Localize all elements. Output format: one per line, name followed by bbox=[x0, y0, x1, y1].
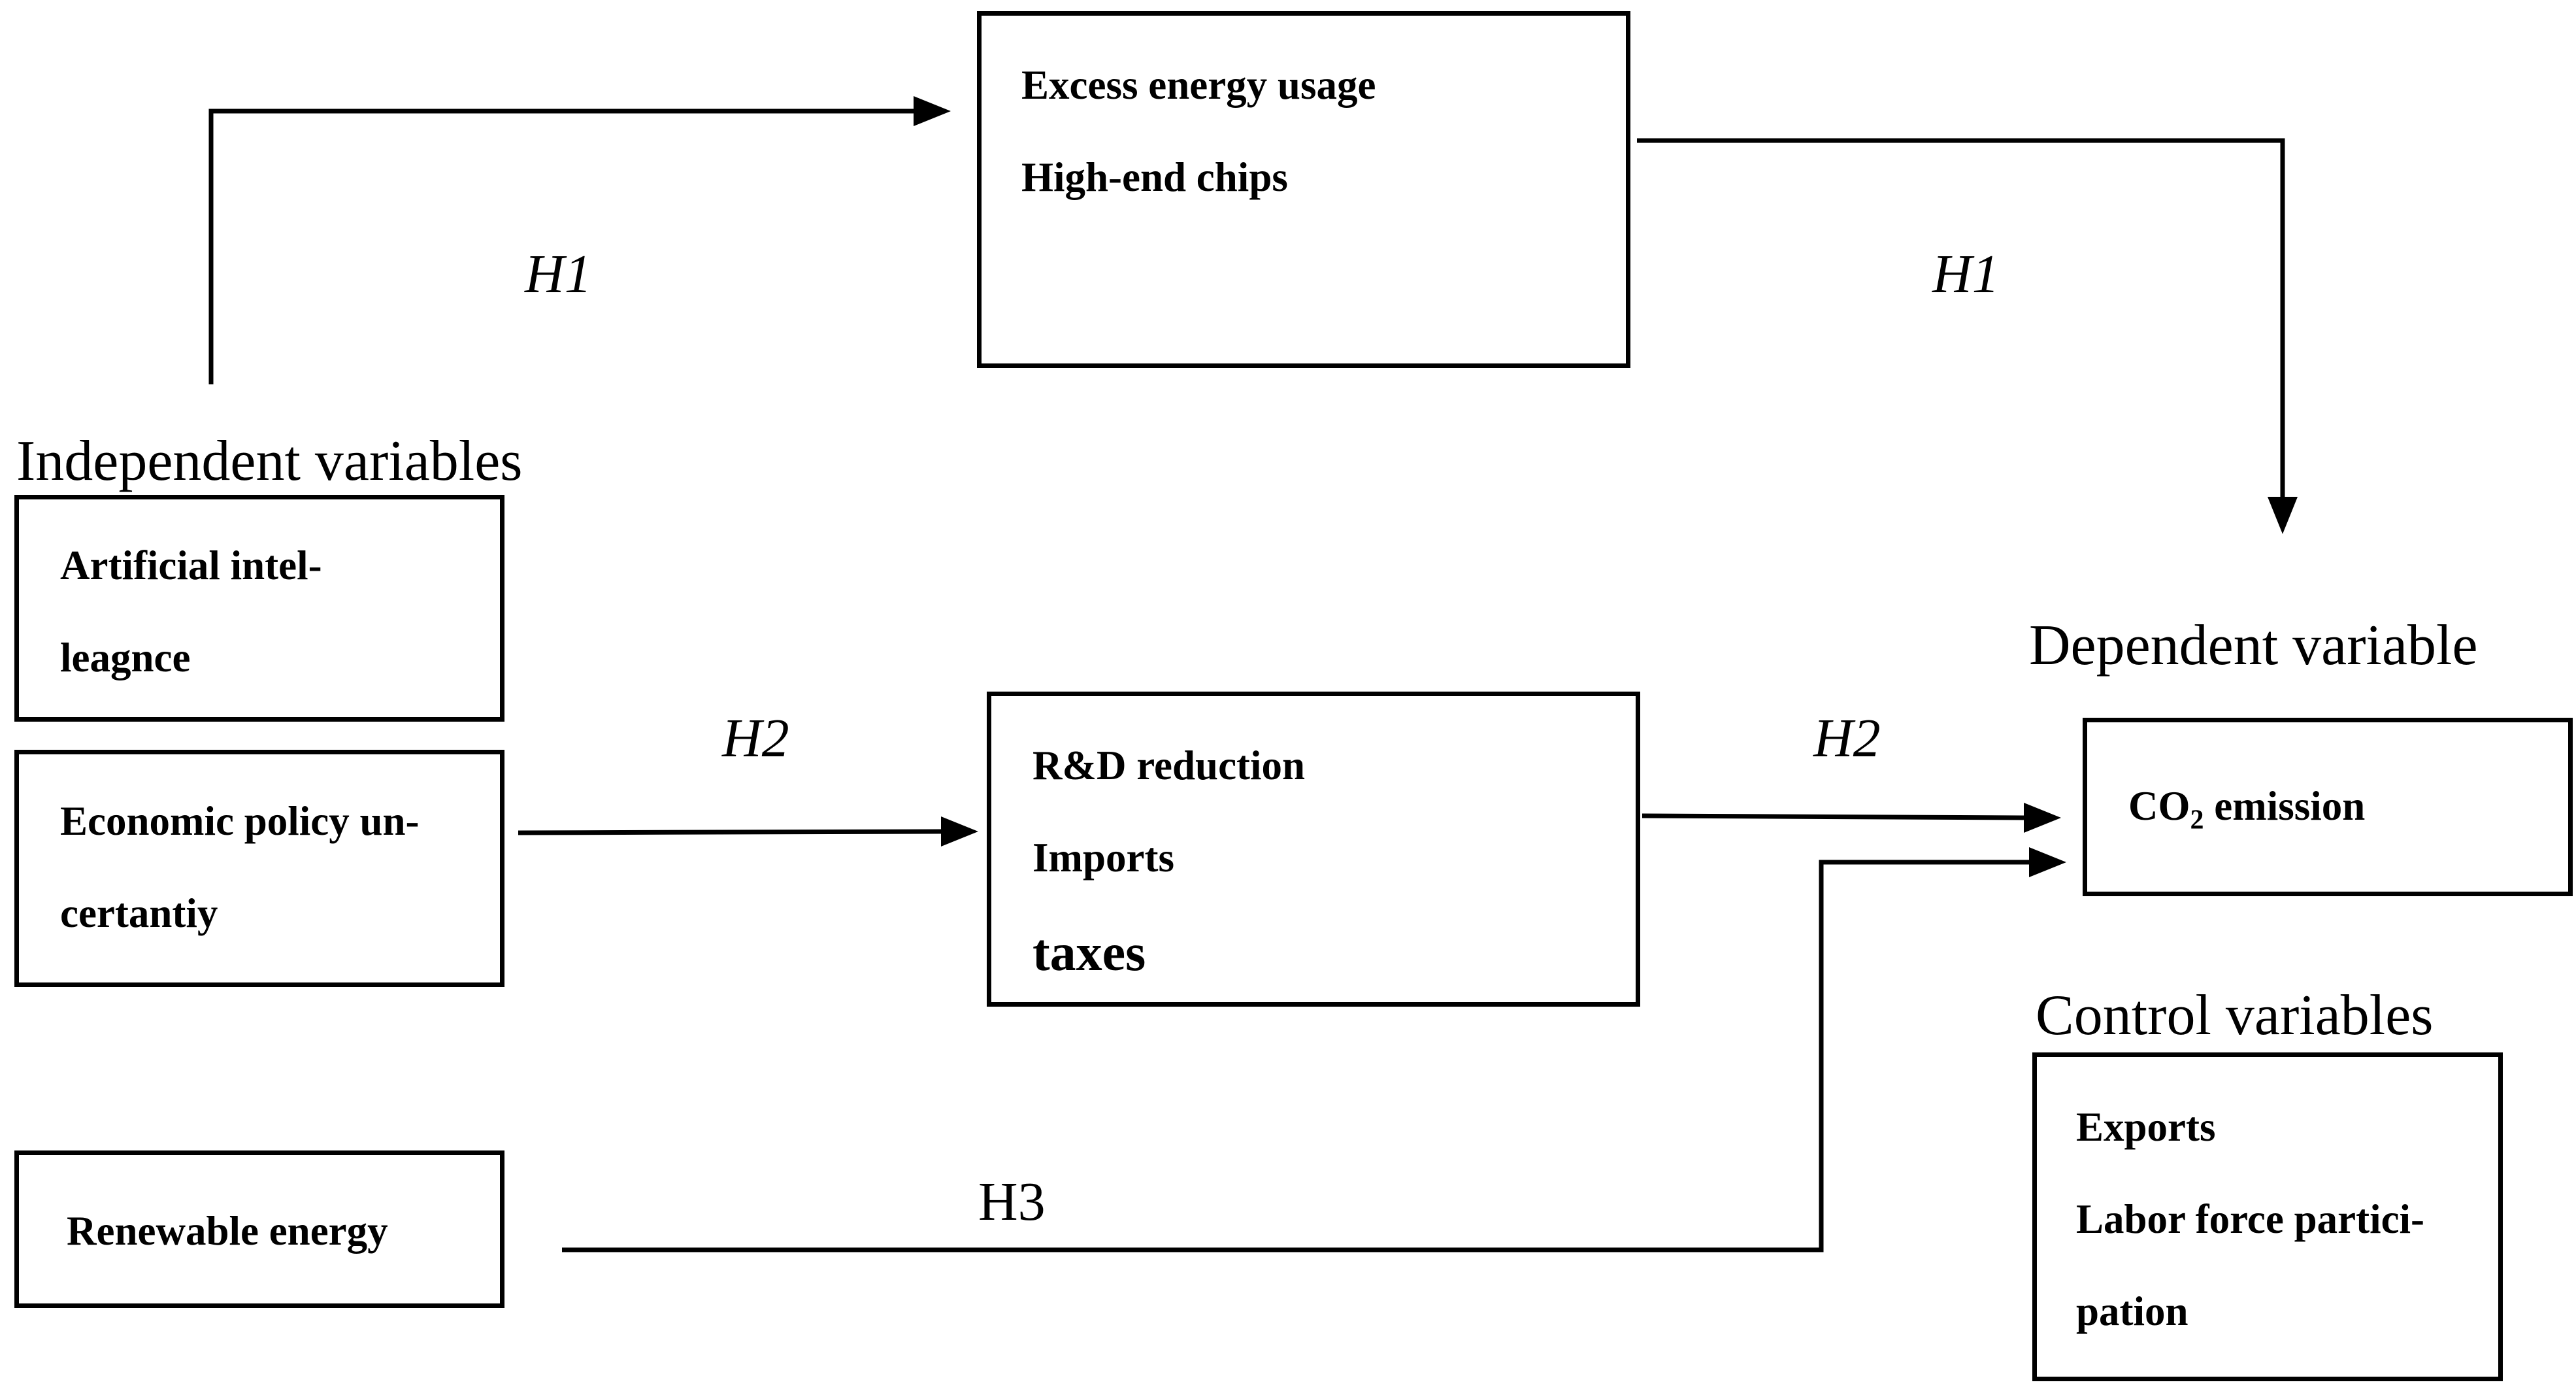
control-item-exports: Exports bbox=[2076, 1104, 2216, 1150]
hypothesis-label-h1-left: H1 bbox=[525, 244, 592, 305]
hypothesis-label-h2-left: H2 bbox=[722, 708, 789, 769]
heading-independent-variables: Independent variables bbox=[16, 429, 523, 493]
independent-box-renewable bbox=[14, 1150, 504, 1308]
heading-control-variables: Control variables bbox=[2036, 984, 2434, 1047]
h1-path-to-mediator bbox=[208, 109, 914, 384]
independent-epu-line2: certantiy bbox=[60, 890, 218, 936]
h1-arrowhead-dependent bbox=[2268, 497, 2298, 534]
control-item-labor-line1: Labor force partici- bbox=[2076, 1196, 2425, 1242]
h2-arrowhead-mediator bbox=[941, 816, 978, 847]
hypothesis-label-h3: H3 bbox=[978, 1171, 1046, 1232]
mediator-item-rd-reduction: R&D reduction bbox=[1032, 743, 1306, 788]
co2-subscript: 2 bbox=[2190, 805, 2204, 835]
co2-prefix: CO bbox=[2128, 783, 2190, 829]
independent-box-epu bbox=[14, 750, 504, 987]
co2-suffix: emission bbox=[2204, 783, 2366, 829]
mediator-item-imports: Imports bbox=[1032, 835, 1174, 881]
h1-path-to-dependent bbox=[1637, 138, 2285, 497]
independent-ai-line2: leagnce bbox=[60, 635, 191, 680]
hypothesis-label-h1-right: H1 bbox=[1932, 244, 2000, 305]
h1-arrowhead-mediator bbox=[914, 96, 951, 126]
mediator-item-taxes: taxes bbox=[1032, 924, 1146, 982]
mediator-item-excess-energy: Excess energy usage bbox=[1021, 62, 1376, 108]
mediator-box-rd-imports-taxes bbox=[987, 692, 1640, 1007]
independent-epu-line1: Economic policy un- bbox=[60, 798, 420, 844]
control-item-labor-line2: pation bbox=[2076, 1288, 2188, 1334]
dependent-box-co2 bbox=[2083, 718, 2573, 896]
independent-renewable-line1: Renewable energy bbox=[67, 1208, 388, 1254]
h3-arrowhead-dependent bbox=[2029, 847, 2066, 877]
mediator-item-high-end-chips: High-end chips bbox=[1021, 154, 1288, 200]
h2-path-to-mediator bbox=[518, 829, 942, 835]
h2-arrowhead-dependent bbox=[2024, 803, 2061, 833]
hypothesis-label-h2-right: H2 bbox=[1813, 708, 1881, 769]
h3-path-to-dependent bbox=[562, 860, 2029, 1252]
independent-ai-line1: Artificial intel- bbox=[60, 543, 322, 588]
independent-box-ai bbox=[14, 495, 504, 722]
control-box bbox=[2032, 1052, 2503, 1381]
dependent-co2-label: CO2 emission bbox=[2128, 786, 2365, 834]
heading-dependent-variable: Dependent variable bbox=[2029, 614, 2478, 677]
h2-path-to-dependent bbox=[1642, 813, 2024, 820]
mediator-box-energy-chips bbox=[977, 11, 1630, 368]
